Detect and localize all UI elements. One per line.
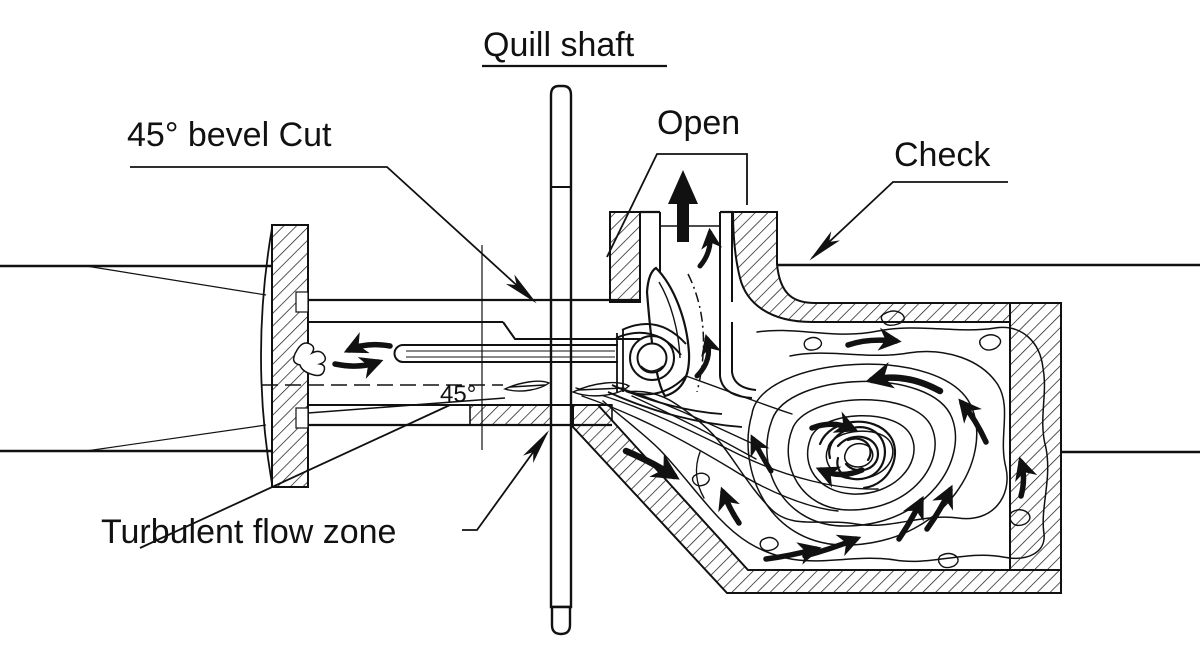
label-check: Check bbox=[894, 136, 991, 174]
hatched-sections bbox=[271, 211, 1062, 594]
flow-boundary-outer bbox=[602, 326, 1049, 563]
eddy-islands bbox=[691, 310, 1031, 569]
leader-turbulent bbox=[462, 430, 550, 531]
cone-line-top bbox=[85, 265, 267, 296]
probe-tube-assembly bbox=[262, 245, 640, 450]
label-open: Open bbox=[657, 104, 740, 142]
leader-lines bbox=[130, 64, 1008, 549]
label-quill-shaft: Quill shaft bbox=[483, 26, 635, 64]
outlet-port-left-post bbox=[609, 211, 641, 303]
pivot-ball-outer bbox=[629, 335, 675, 381]
cone-line-bottom bbox=[85, 424, 267, 452]
flow-arrows bbox=[332, 170, 1038, 565]
valve-body-bottom-wall bbox=[572, 404, 1062, 594]
pivot-ball bbox=[636, 342, 668, 374]
callout-open bbox=[606, 153, 748, 258]
flange-face-arc bbox=[260, 227, 273, 485]
label-turbulent: Turbulent flow zone bbox=[101, 513, 396, 551]
leader-bevel-cut bbox=[130, 166, 537, 304]
leader-angle bbox=[139, 404, 451, 549]
outlet-flow-arrow bbox=[668, 170, 698, 242]
quill-shaft-rod bbox=[549, 84, 573, 636]
label-angle: 45° bbox=[440, 381, 476, 408]
check-valve bbox=[615, 266, 705, 398]
check-flapper bbox=[645, 266, 691, 398]
valve-body-right-wall bbox=[1009, 302, 1062, 594]
tube-break-symbol bbox=[292, 342, 327, 377]
flow-boundary-inner bbox=[626, 350, 1008, 527]
label-bevel-cut: 45° bevel Cut bbox=[127, 116, 332, 154]
leader-check bbox=[809, 181, 1008, 261]
quill-shaft-bottom-cap bbox=[550, 605, 572, 636]
flapper-swing-arc bbox=[687, 273, 705, 393]
labels: Quill shaft 45° bevel Cut Open Check 45°… bbox=[101, 26, 991, 551]
pipes bbox=[0, 227, 1200, 485]
